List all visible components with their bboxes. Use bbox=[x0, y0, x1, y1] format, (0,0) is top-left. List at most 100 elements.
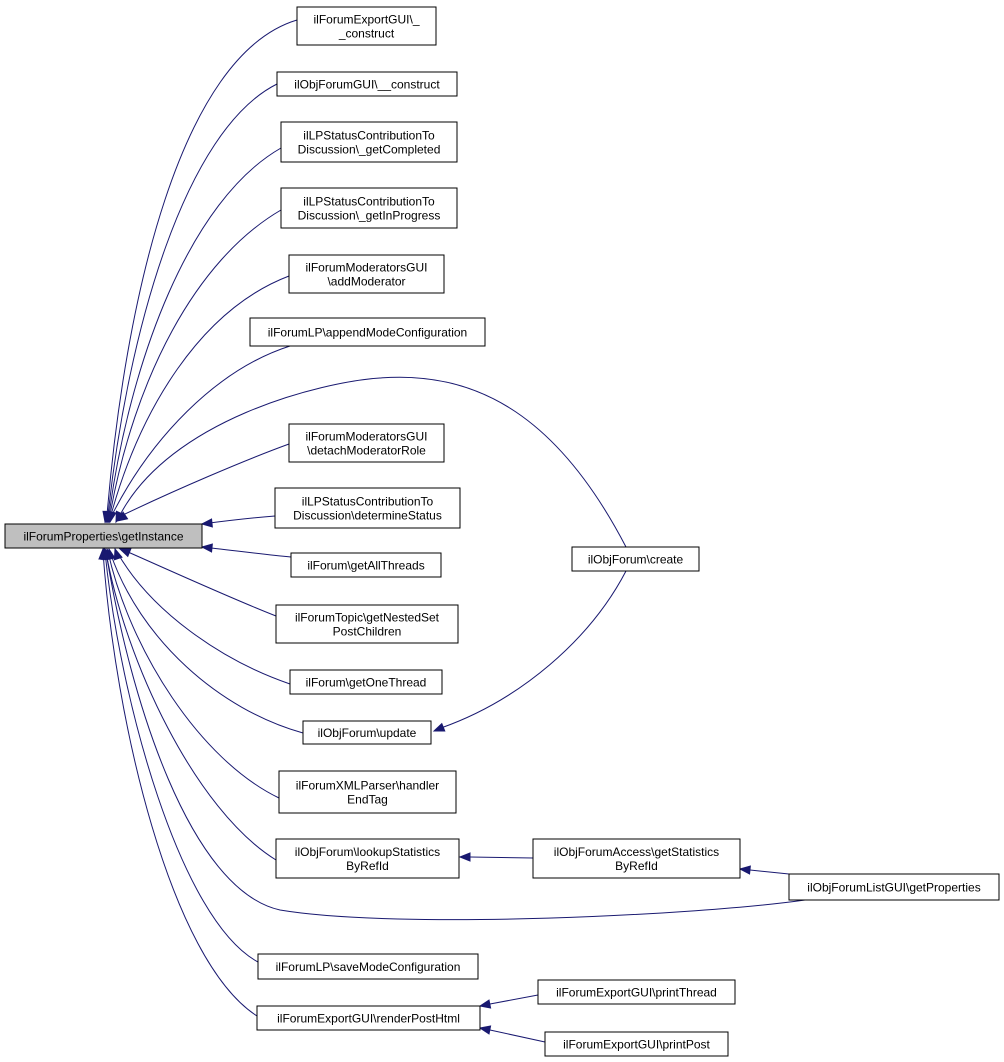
node-label: ilForumTopic\getNestedSet bbox=[295, 611, 440, 625]
edge-from-obj-create bbox=[115, 376, 627, 548]
node-label: ilForumXMLParser\handler bbox=[296, 779, 439, 793]
node-box bbox=[537, 979, 736, 1005]
edge-arrowhead bbox=[107, 510, 117, 524]
node-box bbox=[280, 121, 458, 163]
node-box bbox=[289, 669, 443, 695]
edge-line bbox=[489, 994, 539, 1005]
edge-from-xml-end bbox=[104, 547, 280, 799]
node-lp-compl[interactable]: ilLPStatusContributionToDiscussion\_getC… bbox=[280, 121, 458, 163]
edge-arrowhead bbox=[115, 510, 125, 524]
edge-from-nested bbox=[118, 548, 277, 617]
node-box bbox=[788, 873, 1000, 901]
edge-arrowhead bbox=[118, 548, 132, 558]
edge-from-print-post bbox=[478, 1025, 546, 1043]
node-label: ilForum\getAllThreads bbox=[307, 559, 424, 573]
node-box bbox=[532, 838, 741, 879]
node-label: ilForumExportGUI\renderPostHtml bbox=[277, 1012, 460, 1026]
node-box bbox=[257, 953, 479, 980]
node-label: EndTag bbox=[347, 793, 388, 807]
node-label: _construct bbox=[338, 27, 395, 41]
edge-from-all-threads bbox=[200, 543, 292, 558]
node-box bbox=[249, 317, 486, 347]
node-label: \detachModeratorRole bbox=[307, 444, 426, 458]
edge-from-obj-update bbox=[106, 547, 304, 734]
node-obj-create[interactable]: ilObjForum\create bbox=[571, 546, 700, 572]
edge-arrowhead bbox=[432, 722, 446, 732]
edge-from-list-props bbox=[101, 547, 806, 921]
edges-layer bbox=[98, 19, 806, 1043]
edge-line bbox=[122, 443, 290, 516]
edge-from-lp-append bbox=[107, 345, 291, 524]
node-print-thread[interactable]: ilForumExportGUI\printThread bbox=[537, 979, 736, 1005]
edge-line bbox=[109, 551, 304, 734]
node-box bbox=[290, 552, 442, 578]
node-label: ilForumExportGUI\printPost bbox=[563, 1038, 710, 1052]
edge-line bbox=[106, 19, 298, 516]
edge-line bbox=[119, 376, 627, 548]
node-label: ilForumModeratorsGUI bbox=[305, 261, 427, 275]
node-label: PostChildren bbox=[333, 625, 402, 639]
edge-arrowhead bbox=[478, 999, 492, 1009]
node-box bbox=[280, 187, 458, 229]
edge-from-export-con bbox=[102, 19, 298, 524]
node-all-threads[interactable]: ilForum\getAllThreads bbox=[290, 552, 442, 578]
node-lp-determ[interactable]: ilLPStatusContributionToDiscussion\deter… bbox=[274, 487, 461, 529]
node-label: ilLPStatusContributionTo bbox=[303, 195, 435, 209]
edge-line bbox=[469, 856, 534, 859]
edge-arrowhead bbox=[101, 547, 111, 560]
node-mod-add[interactable]: ilForumModeratorsGUI\addModerator bbox=[288, 254, 445, 294]
edge-arrowhead bbox=[458, 852, 471, 862]
node-lp-save[interactable]: ilForumLP\saveModeConfiguration bbox=[257, 953, 479, 980]
node-export-con[interactable]: ilForumExportGUI\__construct bbox=[296, 6, 437, 46]
edge-line bbox=[201, 515, 276, 525]
node-box bbox=[544, 1031, 729, 1057]
node-mod-detach[interactable]: ilForumModeratorsGUI\detachModeratorRole bbox=[288, 423, 445, 463]
edge-from-list-props bbox=[738, 865, 790, 875]
edge-from-print-thread bbox=[478, 994, 539, 1009]
node-obj-update[interactable]: ilObjForum\update bbox=[302, 720, 432, 745]
node-render-post[interactable]: ilForumExportGUI\renderPostHtml bbox=[256, 1005, 481, 1031]
node-label: ilObjForumAccess\getStatistics bbox=[554, 845, 719, 859]
edge-line bbox=[127, 551, 277, 617]
edge-line bbox=[489, 1029, 546, 1043]
node-box bbox=[571, 546, 700, 572]
node-label: ByRefId bbox=[346, 859, 389, 873]
edge-arrowhead bbox=[478, 1025, 492, 1035]
node-lp-append[interactable]: ilForumLP\appendModeConfiguration bbox=[249, 317, 486, 347]
node-label: Discussion\_getCompleted bbox=[298, 143, 441, 157]
node-box bbox=[256, 1005, 481, 1031]
edge-line bbox=[109, 209, 282, 516]
node-obj-gui-con[interactable]: ilObjForumGUI\__construct bbox=[276, 71, 458, 97]
edge-arrowhead bbox=[200, 543, 213, 553]
edge-line bbox=[102, 551, 258, 1017]
node-lp-in-prog[interactable]: ilLPStatusContributionToDiscussion\_getI… bbox=[280, 187, 458, 229]
node-label: ilForumExportGUI\_ bbox=[313, 13, 419, 27]
node-root[interactable]: ilForumProperties\getInstance bbox=[4, 523, 203, 549]
node-one-thread[interactable]: ilForum\getOneThread bbox=[289, 669, 443, 695]
node-box bbox=[275, 604, 459, 644]
node-print-post[interactable]: ilForumExportGUI\printPost bbox=[544, 1031, 729, 1057]
edge-line bbox=[110, 275, 290, 516]
node-box bbox=[275, 838, 460, 879]
edge-line bbox=[111, 345, 291, 516]
edge-line bbox=[108, 147, 282, 516]
node-list-props[interactable]: ilObjForumListGUI\getProperties bbox=[788, 873, 1000, 901]
edge-arrowhead bbox=[113, 547, 123, 561]
edge-line bbox=[749, 869, 790, 875]
edge-from-mod-add bbox=[106, 275, 290, 524]
node-box bbox=[278, 770, 457, 814]
node-box bbox=[4, 523, 203, 549]
node-box bbox=[296, 6, 437, 46]
node-label: ilForumExportGUI\printThread bbox=[556, 986, 717, 1000]
node-box bbox=[288, 254, 445, 294]
edge-line bbox=[105, 551, 277, 861]
edge-from-obj-gui-con bbox=[103, 83, 278, 524]
node-label: ilForumLP\appendModeConfiguration bbox=[268, 326, 467, 340]
node-label: ByRefId bbox=[615, 859, 658, 873]
edge-line bbox=[105, 551, 806, 921]
